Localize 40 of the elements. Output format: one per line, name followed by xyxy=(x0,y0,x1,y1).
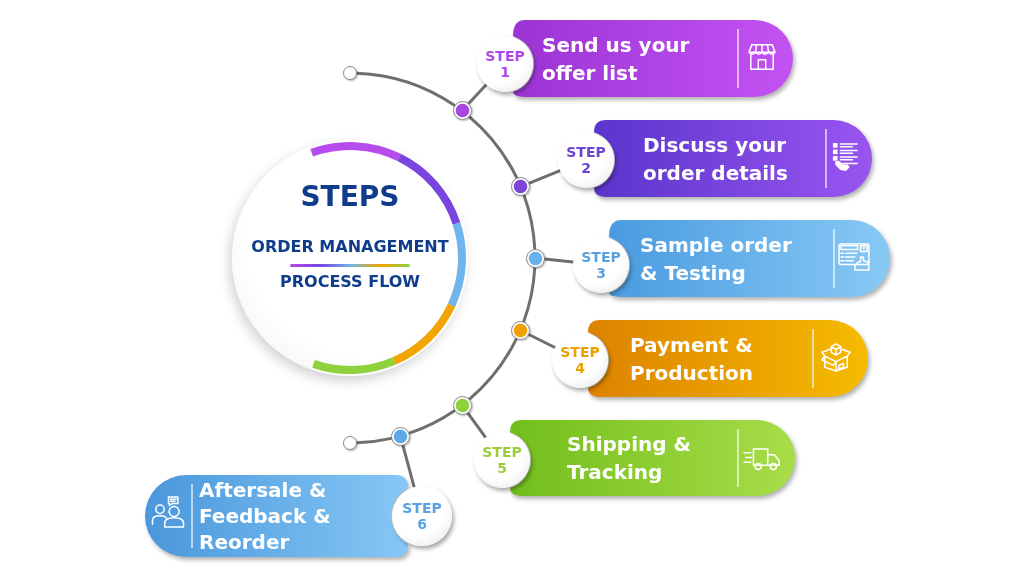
timeline-arc xyxy=(522,193,537,250)
subheading: PROCESS FLOW xyxy=(280,272,420,292)
connector-line xyxy=(542,257,575,264)
timeline-dot xyxy=(510,320,530,340)
step-title: Payment & Production xyxy=(630,331,755,387)
step-label: STEP 2 xyxy=(566,144,606,176)
timeline-arc xyxy=(522,266,537,323)
timeline-arc xyxy=(407,409,456,435)
connector-line xyxy=(467,83,488,106)
timeline-arc xyxy=(468,115,519,180)
connector-line xyxy=(401,443,416,489)
timeline-arc xyxy=(355,71,456,107)
step-badge xyxy=(552,332,608,388)
step-label: STEP 6 xyxy=(402,500,442,532)
timeline-dot xyxy=(511,177,531,197)
heading: STEPS xyxy=(300,181,400,213)
end-circle xyxy=(343,66,357,80)
subheading: ORDER MANAGEMENT xyxy=(251,237,449,257)
step-badge xyxy=(392,486,452,546)
end-circle xyxy=(343,436,357,450)
step-title: Sample order & Testing xyxy=(640,231,793,287)
timeline-arc xyxy=(468,337,518,401)
timeline-arc xyxy=(355,436,393,445)
connector-line xyxy=(527,169,562,185)
step-title: Shipping & Tracking xyxy=(567,431,692,486)
step-title: Send us your offer list xyxy=(542,31,691,87)
step-badge xyxy=(573,237,629,293)
connector-line xyxy=(466,411,488,439)
connector-line xyxy=(527,333,557,349)
step-label: STEP 1 xyxy=(485,48,525,80)
timeline-dot xyxy=(452,395,472,415)
step-title: Aftersale & Feedback & Reorder xyxy=(199,477,332,555)
step-label: STEP 5 xyxy=(482,444,522,476)
timeline-dot xyxy=(390,426,410,446)
step-label: STEP 3 xyxy=(581,249,621,281)
step-label: STEP 4 xyxy=(560,344,600,376)
timeline-dot xyxy=(525,248,545,268)
timeline-dot xyxy=(452,101,472,121)
step-title: Discuss your order details xyxy=(643,131,789,187)
step-badge xyxy=(477,36,533,92)
